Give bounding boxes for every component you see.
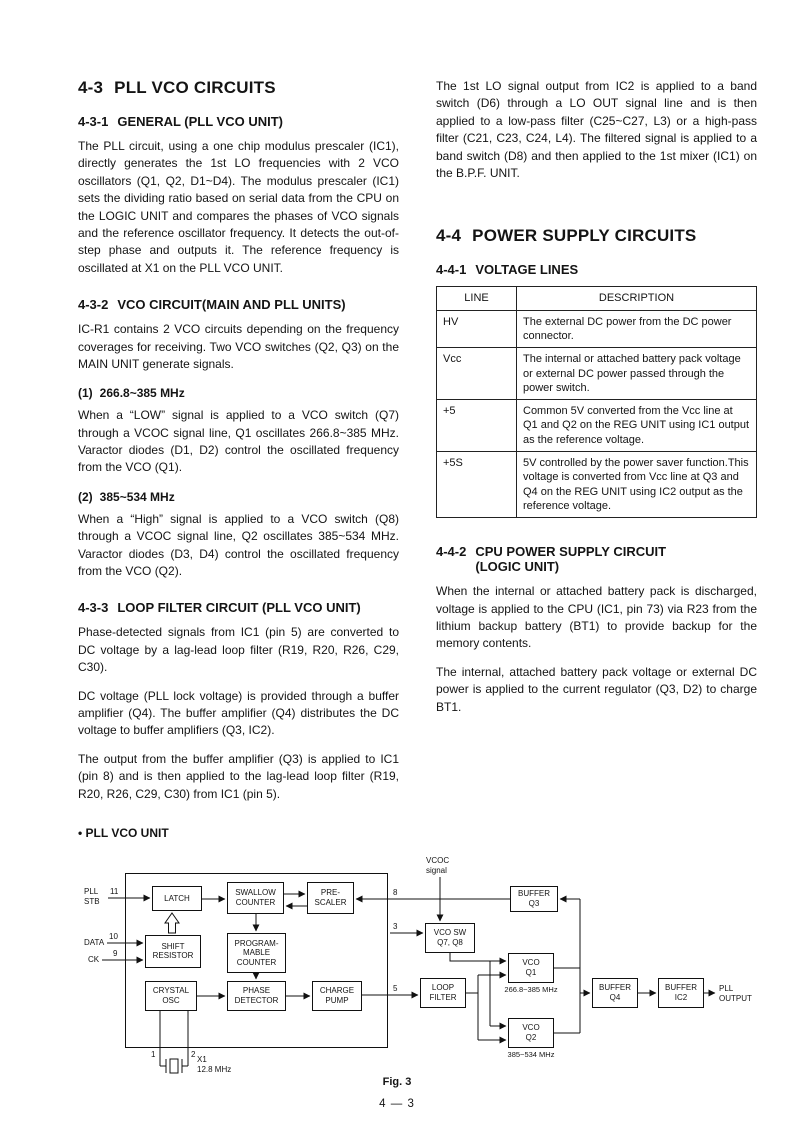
column-header-line: LINE — [436, 286, 517, 311]
section-label: CPU POWER SUPPLY CIRCUIT (LOGIC UNIT) — [475, 544, 667, 575]
pin-10: 10 — [109, 931, 118, 941]
label-pll-output: PLL OUTPUT — [719, 983, 752, 1003]
pin-1: 1 — [151, 1049, 156, 1059]
left-column: 4-3 PLL VCO CIRCUITS 4-3-1 GENERAL (PLL … — [78, 78, 399, 814]
paragraph-freq-range-2: When a “High” signal is applied to a VCO… — [78, 511, 399, 579]
section-label: POWER SUPPLY CIRCUITS — [472, 226, 697, 246]
section-number: 4-4 — [436, 226, 462, 246]
section-heading-4-4-2: 4-4-2 CPU POWER SUPPLY CIRCUIT (LOGIC UN… — [436, 544, 757, 574]
block-crystal-osc: CRYSTAL OSC — [145, 980, 197, 1011]
label-x1: X1 — [197, 1054, 207, 1064]
label-vcoc-signal: VCOC signal — [426, 855, 450, 875]
line-cell: Vcc — [436, 347, 517, 401]
section-label: PLL VCO CIRCUITS — [114, 78, 276, 97]
section-number: 4-4-1 — [436, 262, 467, 278]
description-cell: Common 5V converted from the Vcc line at… — [516, 399, 757, 453]
description-cell: 5V controlled by the power saver functio… — [516, 451, 757, 519]
subheading-label: 385~534 MHz — [99, 489, 175, 504]
block-swallow-counter: SWALLOW COUNTER — [227, 881, 284, 914]
subheading-freq-range-1: (1) 266.8~385 MHz — [78, 386, 399, 400]
pin-11: 11 — [110, 886, 119, 896]
paragraph-4-3-3-a: Phase-detected signals from IC1 (pin 5) … — [78, 625, 399, 675]
section-number: 4-3-1 — [78, 114, 109, 129]
description-cell: The external DC power from the DC power … — [516, 309, 757, 349]
section-heading-4-3-1: 4-3-1 GENERAL (PLL VCO UNIT) — [78, 114, 399, 129]
paragraph-4-3-3-c: The output from the buffer amplifier (Q3… — [78, 751, 399, 801]
page-number: 4 — 3 — [379, 1097, 415, 1110]
block-buffer-q3: BUFFER Q3 — [510, 885, 558, 912]
description-cell: The internal or attached battery pack vo… — [516, 347, 757, 401]
crystal-x1-symbol — [159, 1010, 189, 1074]
block-prescaler: PRE- SCALER — [307, 881, 354, 914]
section-heading-4-4: 4-4 POWER SUPPLY CIRCUITS — [436, 226, 757, 246]
line-cell: +5S — [436, 451, 517, 519]
block-latch: LATCH — [152, 885, 202, 911]
subheading-number: (1) — [78, 386, 93, 401]
section-label: LOOP FILTER CIRCUIT (PLL VCO UNIT) — [117, 600, 361, 616]
latch-load-arrow — [164, 912, 180, 934]
table-row-plus5s: +5S 5V controlled by the power saver fun… — [436, 451, 757, 519]
pin-9: 9 — [113, 948, 118, 958]
table-row-plus5: +5 Common 5V converted from the Vcc line… — [436, 399, 757, 453]
section-heading-4-3-3: 4-3-3 LOOP FILTER CIRCUIT (PLL VCO UNIT) — [78, 600, 399, 615]
voltage-lines-table: LINE DESCRIPTION HV The external DC powe… — [436, 286, 757, 519]
label-pll-stb: PLL STB — [84, 886, 100, 906]
diagram-wiring — [102, 876, 716, 1074]
section-number: 4-3 — [78, 78, 104, 97]
pll-vco-block-diagram: LATCH SWALLOW COUNTER PRE- SCALER SHIFT … — [0, 848, 794, 1088]
pin-3: 3 — [393, 921, 398, 931]
wires — [102, 876, 716, 1074]
figure-caption: Fig. 3 — [382, 1075, 412, 1088]
line-cell: HV — [436, 309, 517, 349]
two-column-layout: 4-3 PLL VCO CIRCUITS 4-3-1 GENERAL (PLL … — [78, 78, 757, 814]
block-programmable-counter: PROGRAM- MABLE COUNTER — [227, 932, 286, 973]
block-phase-detector: PHASE DETECTOR — [227, 980, 286, 1011]
subheading-freq-range-2: (2) 385~534 MHz — [78, 490, 399, 504]
section-heading-4-3: 4-3 PLL VCO CIRCUITS — [78, 78, 399, 98]
block-vco-switch: VCO SW Q7, Q8 — [425, 922, 475, 953]
paragraph-4-4-2-a: When the internal or attached battery pa… — [436, 584, 757, 651]
pin-2: 2 — [191, 1049, 196, 1059]
block-shift-resistor: SHIFT RESISTOR — [145, 934, 201, 968]
paragraph-4-3-3-b: DC voltage (PLL lock voltage) is provide… — [78, 688, 399, 738]
block-loop-filter: LOOP FILTER — [420, 977, 466, 1008]
paragraph-lo-signal: The 1st LO signal output from IC2 is app… — [436, 79, 757, 180]
pin-5: 5 — [393, 983, 398, 993]
block-vco-q1: VCO Q1 — [508, 952, 554, 983]
label-freq-vco-q1: 266.8~385 MHz — [504, 984, 558, 994]
section-label: GENERAL (PLL VCO UNIT) — [117, 114, 283, 129]
table-header-row: LINE DESCRIPTION — [436, 286, 757, 311]
line-cell: +5 — [436, 399, 517, 453]
section-label: VOLTAGE LINES — [475, 262, 579, 278]
section-label: VCO CIRCUIT(MAIN AND PLL UNITS) — [117, 297, 346, 313]
section-number: 4-3-3 — [78, 600, 109, 616]
right-column: The 1st LO signal output from IC2 is app… — [436, 78, 757, 814]
section-heading-4-3-2: 4-3-2 VCO CIRCUIT(MAIN AND PLL UNITS) — [78, 297, 399, 312]
label-x1-freq: 12.8 MHz — [197, 1064, 232, 1074]
block-vco-q2: VCO Q2 — [508, 1017, 554, 1048]
block-charge-pump: CHARGE PUMP — [312, 980, 362, 1011]
label-data: DATA — [84, 937, 105, 947]
paragraph-4-3-2: IC-R1 contains 2 VCO circuits depending … — [78, 322, 399, 371]
block-buffer-q4: BUFFER Q4 — [592, 977, 638, 1008]
block-buffer-ic2: BUFFER IC2 — [658, 977, 704, 1008]
paragraph-freq-range-1: When a “LOW” signal is applied to a VCO … — [78, 408, 399, 475]
section-number: 4-3-2 — [78, 297, 109, 313]
table-row-hv: HV The external DC power from the DC pow… — [436, 309, 757, 349]
table-row-vcc: Vcc The internal or attached battery pac… — [436, 347, 757, 401]
section-number: 4-4-2 — [436, 544, 467, 560]
diagram-title-bullet: • PLL VCO UNIT — [78, 825, 169, 840]
column-header-description: DESCRIPTION — [516, 286, 757, 311]
label-ck: CK — [88, 954, 100, 964]
pin-8: 8 — [393, 887, 398, 897]
label-freq-vco-q2: 385~534 MHz — [507, 1049, 555, 1059]
subheading-number: (2) — [78, 489, 93, 504]
paragraph-4-3-1: The PLL circuit, using a one chip modulu… — [78, 139, 399, 275]
section-heading-4-4-1: 4-4-1 VOLTAGE LINES — [436, 262, 757, 277]
paragraph-4-4-2-b: The internal, attached battery pack volt… — [436, 664, 757, 714]
subheading-label: 266.8~385 MHz — [99, 386, 185, 401]
